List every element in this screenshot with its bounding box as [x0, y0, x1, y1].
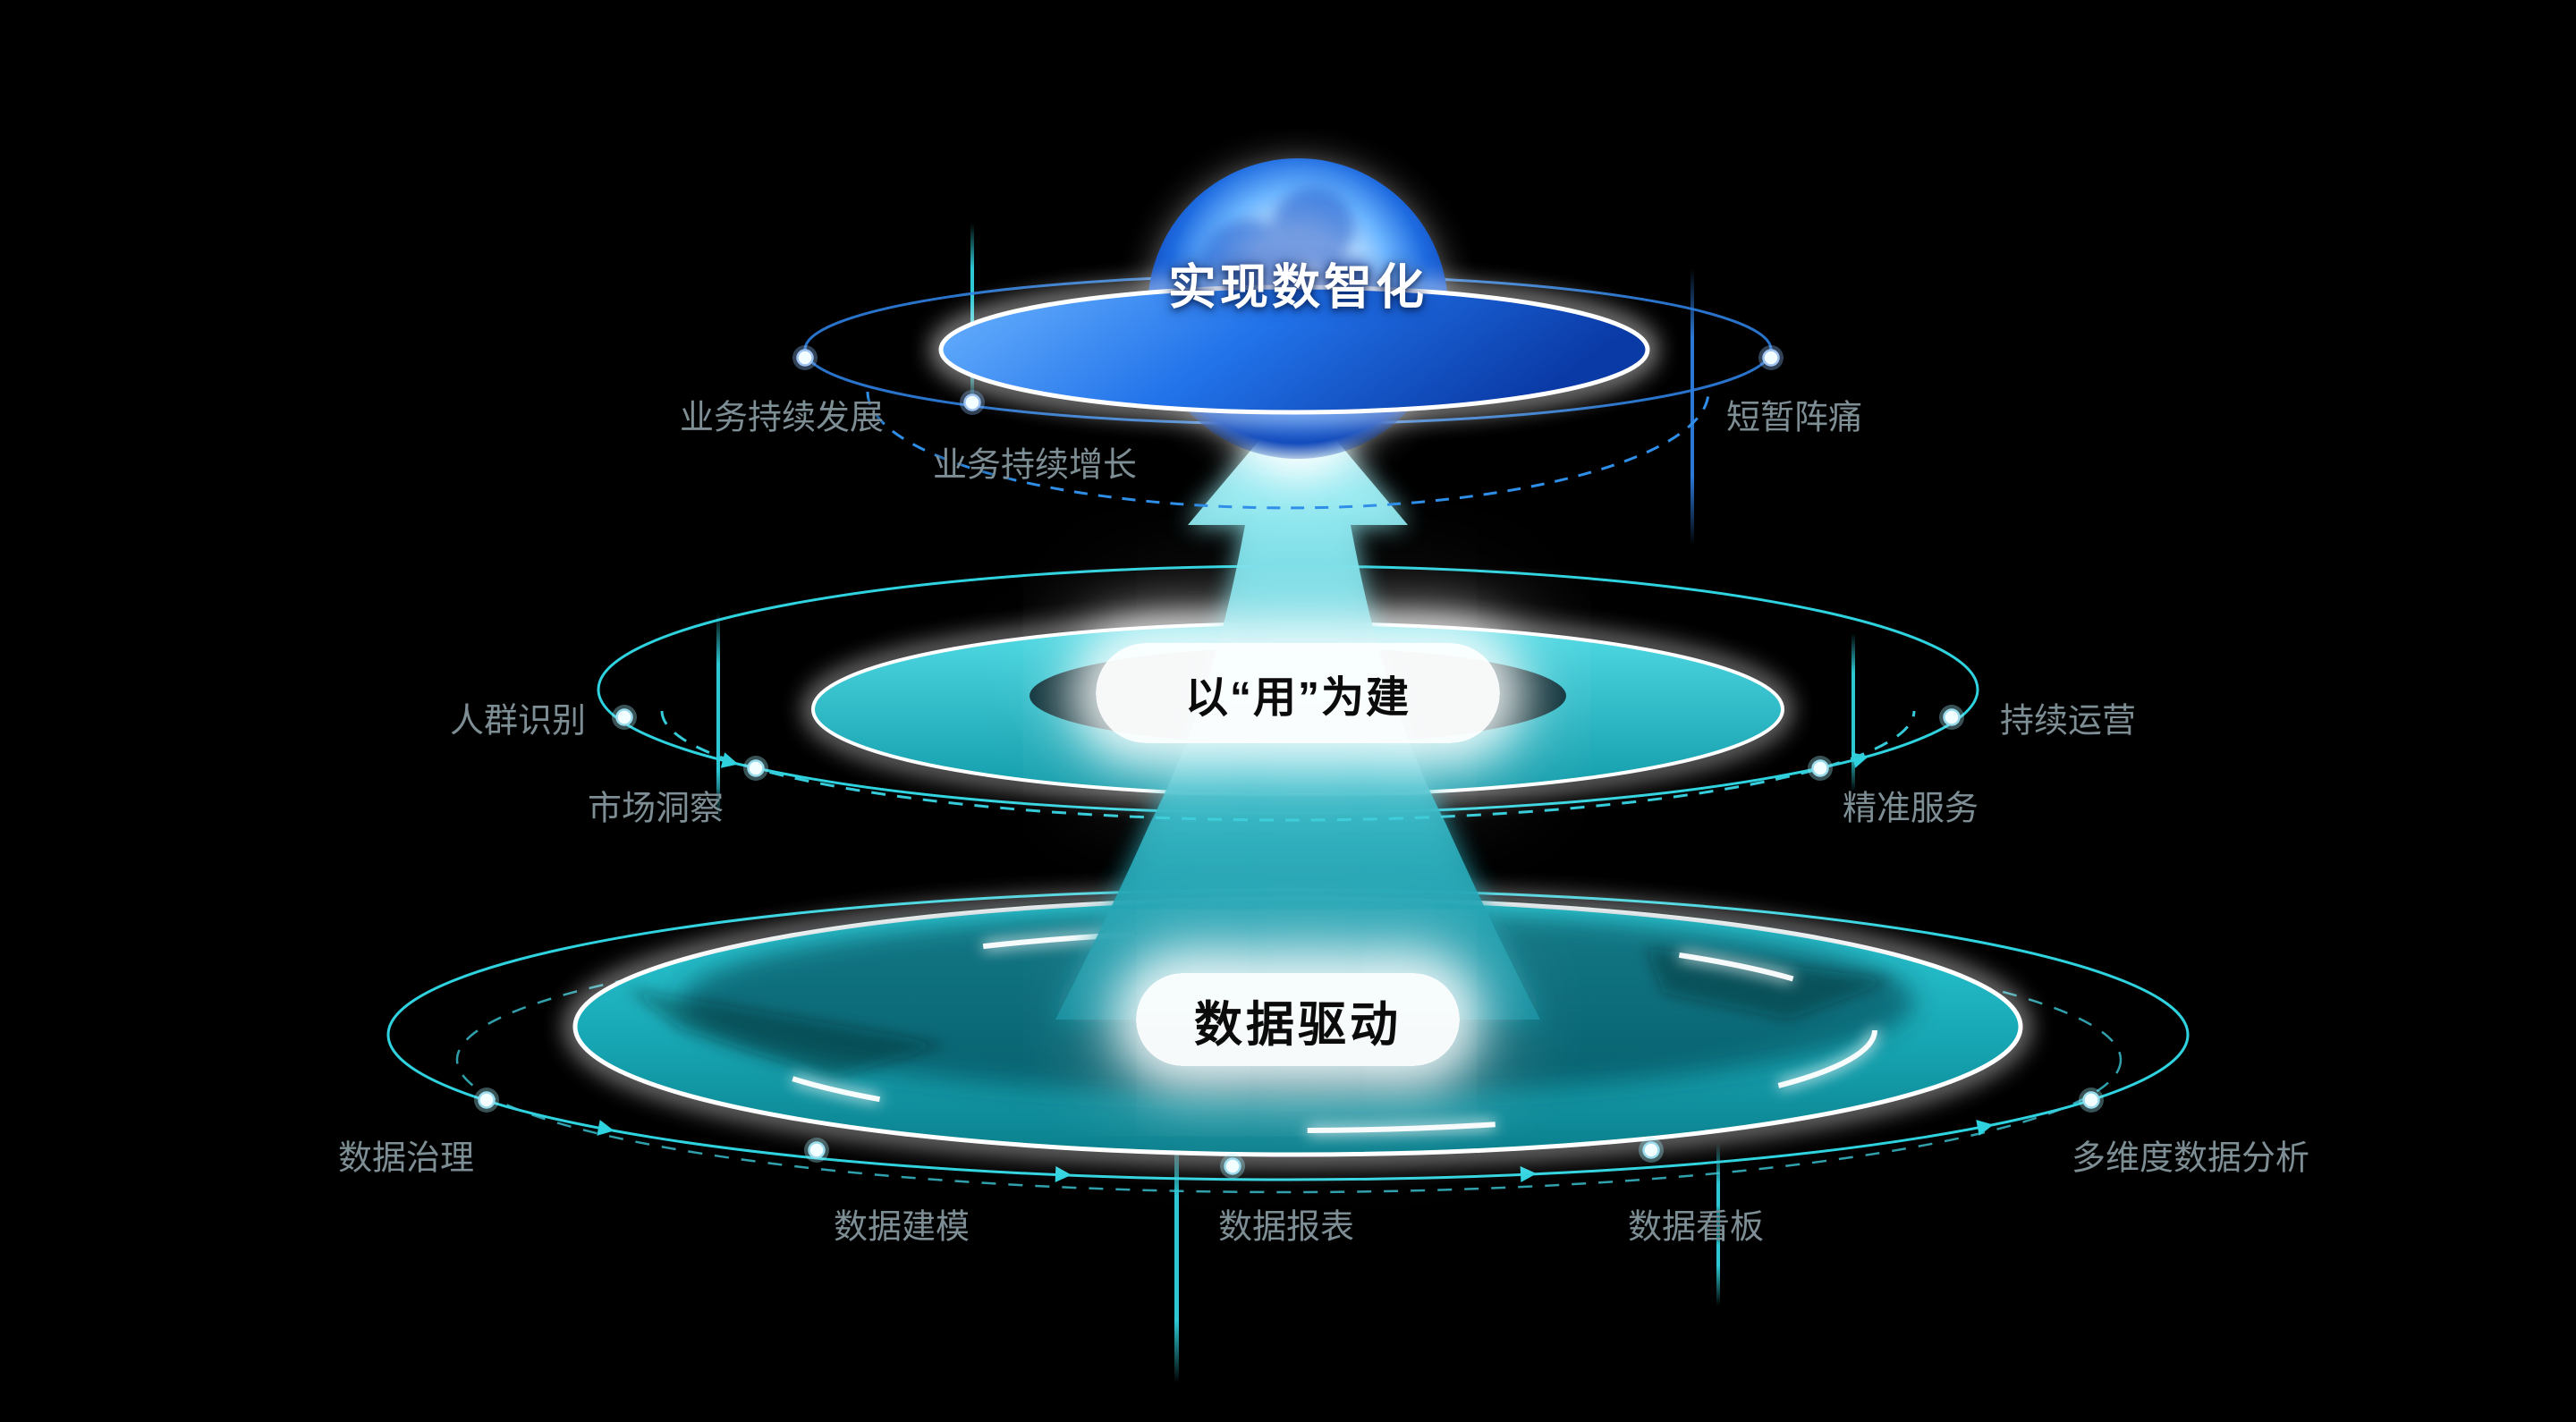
vertical-accent-lines	[716, 224, 1855, 1383]
tier-bottom-label-band: 数据驱动	[1136, 973, 1460, 1066]
label-market-insight: 市场洞察	[587, 790, 724, 828]
orbit-node	[1808, 756, 1833, 781]
orbit-node	[804, 1138, 829, 1163]
orbit-node	[1639, 1138, 1664, 1163]
orbit-node	[2079, 1088, 2104, 1113]
accent-line	[970, 224, 974, 404]
orbit-arrow-icon	[720, 752, 739, 768]
orbit-nodes	[474, 345, 2104, 1179]
orbit-node	[1220, 1154, 1245, 1179]
orbit-top-dashed	[866, 391, 1710, 510]
label-continuous-operation: 持续运营	[1999, 702, 2137, 741]
accent-line	[1852, 633, 1855, 792]
orbit-node	[792, 345, 818, 370]
orbit-node	[1758, 345, 1784, 370]
label-crowd-identification: 人群识别	[449, 702, 587, 741]
label-business-growth: 业务持续增长	[932, 446, 1138, 485]
tier-top-label: 实现数智化	[1168, 260, 1428, 315]
orbit-node	[960, 390, 985, 415]
bottom-disc-white-arcs	[718, 927, 1877, 1133]
label-multidim-analysis: 多维度数据分析	[2071, 1139, 2310, 1178]
top-disc	[938, 284, 1650, 415]
orbit-arrow-icon	[1976, 1120, 1994, 1136]
tier-bottom-label: 数据驱动	[1194, 997, 1402, 1052]
orbit-middle-dashed	[660, 710, 1916, 822]
tier-top	[935, 158, 1654, 459]
orbit-rings-front	[660, 391, 1916, 822]
orbit-node	[743, 756, 768, 781]
label-precise-service: 精准服务	[1842, 790, 1979, 828]
label-data-governance: 数据治理	[337, 1139, 475, 1178]
accent-line	[1716, 1143, 1720, 1306]
accent-line	[1174, 1134, 1179, 1383]
globe-blob	[1272, 187, 1354, 269]
orbit-arrow-icon	[1055, 1166, 1072, 1182]
orbit-node	[1939, 705, 1964, 730]
bottom-disc-notch-right	[1646, 948, 1896, 1020]
label-data-modeling: 数据建模	[833, 1208, 970, 1247]
label-short-term-pain: 短暂阵痛	[1725, 399, 1863, 437]
accent-line	[1690, 268, 1694, 546]
orbit-arrow-icon	[1520, 1166, 1537, 1182]
orbit-node	[612, 705, 637, 730]
label-data-dashboard: 数据看板	[1627, 1208, 1765, 1247]
tier-middle-label-band: 以“用”为建	[1096, 643, 1500, 743]
orbit-node	[474, 1088, 499, 1113]
tier-middle-label: 以“用”为建	[1184, 674, 1411, 722]
accent-line	[716, 612, 720, 823]
label-data-report: 数据报表	[1217, 1208, 1355, 1247]
label-business-development: 业务持续发展	[679, 399, 885, 437]
orbit-arrow-icon	[597, 1120, 614, 1136]
bottom-disc-notch-left	[626, 988, 948, 1078]
